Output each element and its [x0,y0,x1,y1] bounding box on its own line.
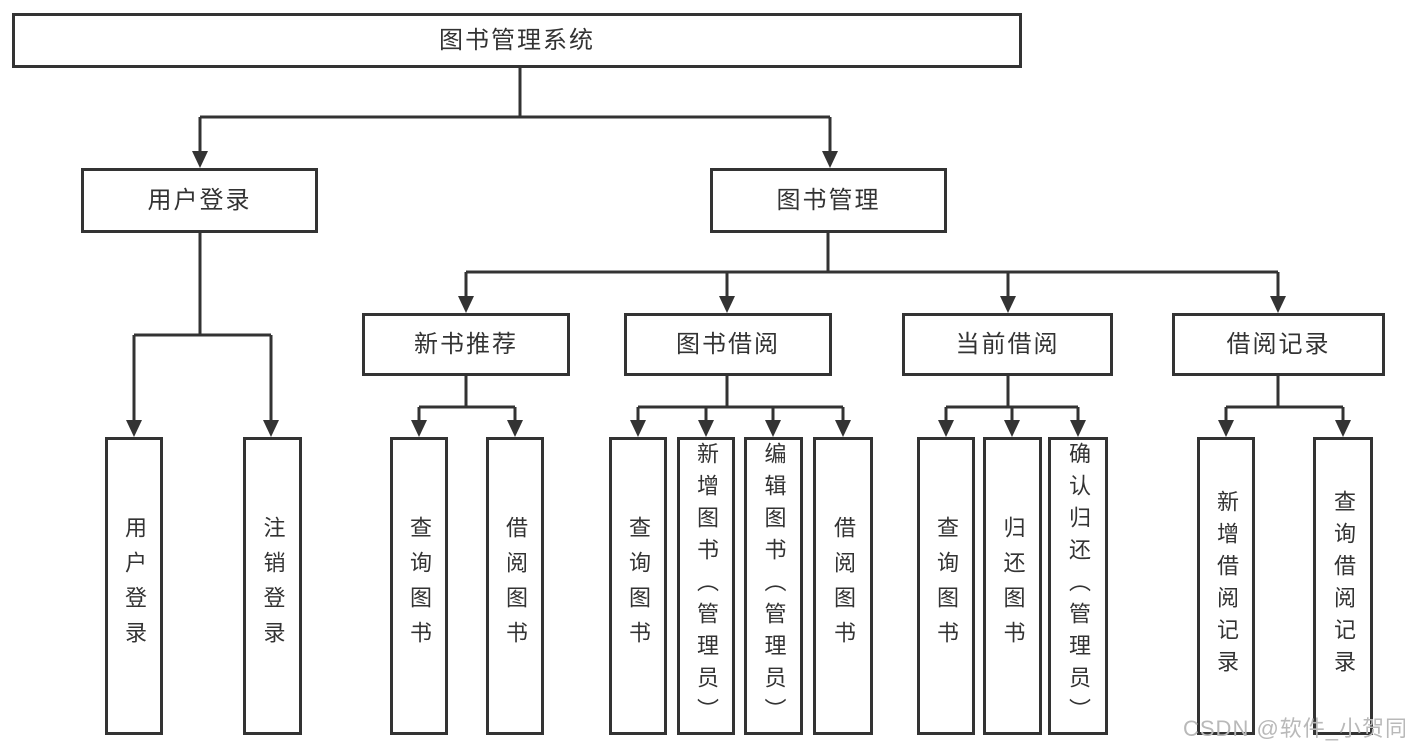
arrow-down-icon [507,420,523,437]
arrow-down-icon [698,420,714,437]
leaf-label: 查询借阅记录 [1331,490,1356,682]
arrow-down-icon [1270,296,1286,313]
arrow-down-icon [458,296,474,313]
leaf-add-books-admin: 新增图书（管理员） [677,437,735,735]
node-label: 借阅记录 [1226,330,1331,358]
leaf-label: 借阅图书 [831,516,856,656]
leaf-query-books-borrowing: 查询图书 [609,437,667,735]
leaf-label: 归还图书 [1000,516,1026,656]
leaf-query-books-recommend: 查询图书 [390,437,448,735]
node-label: 新书推荐 [414,330,518,358]
leaf-label: 借阅图书 [503,516,528,656]
arrowheads [126,151,1351,437]
leaf-edit-books-admin: 编辑图书（管理员） [744,437,803,735]
arrow-down-icon [126,420,142,437]
watermark: CSDN @软件_小贺同学 [1183,716,1405,741]
node-borrowing-records: 借阅记录 [1172,313,1385,376]
node-book-management: 图书管理 [710,168,947,233]
arrow-down-icon [719,296,735,313]
node-label: 图书管理 [776,186,881,214]
leaf-label: 查询图书 [407,516,432,656]
leaf-query-borrow-record: 查询借阅记录 [1313,437,1373,735]
leaf-user-login: 用户登录 [105,437,163,735]
leaf-return-books: 归还图书 [983,437,1042,735]
leaf-label: 用户登录 [122,516,147,656]
leaf-logout-login: 注销登录 [243,437,302,735]
arrow-down-icon [835,420,851,437]
leaf-add-borrow-record: 新增借阅记录 [1197,437,1255,735]
leaf-label: 确认归还（管理员） [1066,442,1091,730]
connector-strokes [132,68,1345,423]
leaf-label: 查询图书 [626,516,651,656]
node-new-book-recommendation: 新书推荐 [362,313,570,376]
arrow-down-icon [1335,420,1351,437]
arrow-down-icon [263,420,279,437]
arrow-down-icon [630,420,646,437]
node-label: 图书借阅 [676,330,780,358]
leaf-label: 新增图书（管理员） [694,442,719,730]
leaf-label: 编辑图书（管理员） [761,442,787,730]
arrow-down-icon [1218,420,1234,437]
arrow-down-icon [938,420,954,437]
arrow-down-icon [822,151,838,168]
arrow-down-icon [192,151,208,168]
node-book-borrowing: 图书借阅 [624,313,832,376]
arrow-down-icon [1000,296,1016,313]
leaf-query-books-current: 查询图书 [917,437,975,735]
leaf-borrow-books-borrowing: 借阅图书 [813,437,873,735]
arrow-down-icon [765,420,781,437]
node-library-management-system: 图书管理系统 [12,13,1022,68]
leaf-label: 查询图书 [934,516,959,656]
node-current-borrowing: 当前借阅 [902,313,1113,376]
arrow-down-icon [411,420,427,437]
leaf-label: 注销登录 [260,516,286,656]
connector-path [132,68,1345,423]
arrow-down-icon [1004,420,1020,437]
node-label: 当前借阅 [955,330,1060,358]
leaf-borrow-books-recommend: 借阅图书 [486,437,544,735]
node-label: 用户登录 [147,186,252,214]
leaf-confirm-return-admin: 确认归还（管理员） [1048,437,1108,735]
leaf-label: 新增借阅记录 [1214,490,1239,682]
arrow-down-icon [1070,420,1086,437]
node-user-login: 用户登录 [81,168,318,233]
node-label: 图书管理系统 [439,26,595,54]
